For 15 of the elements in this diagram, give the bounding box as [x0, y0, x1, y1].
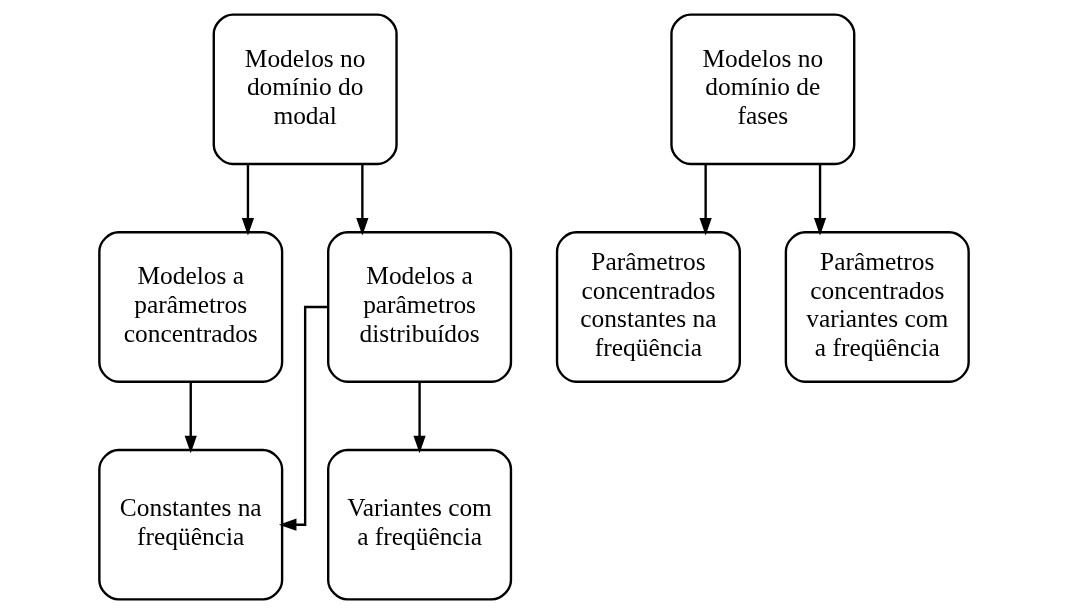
arrow: [184, 381, 197, 454]
node-box: Constantes na freqüência: [97, 448, 283, 601]
node-box: Modelos no domínio de fases: [669, 13, 855, 166]
node-box: Modelos a parâmetros distribuídos: [326, 231, 512, 383]
node-box: Variantes com a freqüência: [326, 448, 512, 601]
arrow: [355, 164, 368, 236]
arrow: [278, 305, 328, 531]
node-box: Modelos no domínio do modal: [212, 13, 398, 166]
node-box: Parâmetros concentrados constantes na freqüência: [555, 231, 741, 383]
arrow: [412, 381, 426, 454]
arrow: [813, 164, 826, 236]
arrow: [241, 164, 254, 236]
node-box: Parâmetros concentrados variantes com a freqüência: [784, 231, 970, 383]
arrow: [699, 164, 712, 236]
node-box: Modelos a parâmetros concentrados: [97, 231, 283, 383]
